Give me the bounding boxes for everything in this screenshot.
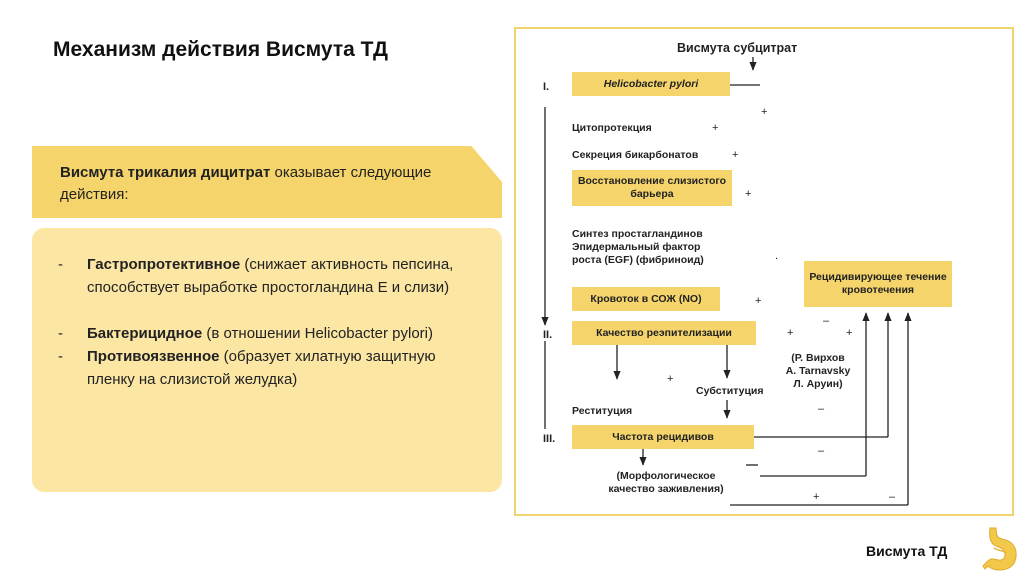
plus-sign: + (755, 295, 762, 307)
dot-mark: . (775, 250, 779, 262)
authors-line2: A. Tarnavsky (785, 365, 851, 377)
list-item: - Гастропротективное (снижает активность … (58, 253, 458, 299)
label-authors: (Р. Вирхов A. Tarnavsky Л. Аруин) (778, 352, 858, 391)
plus-sign: + (667, 373, 674, 385)
label-bicarbonate: Секреция бикарбонатов (572, 149, 699, 161)
stage-label-three: III. (543, 433, 556, 445)
authors-line1: (Р. Вирхов (791, 352, 845, 364)
label-restitution: Реституция (572, 405, 633, 417)
label-morphological: (Морфологическое качество заживления) (600, 470, 732, 496)
effect-name: Гастропротективное (87, 256, 241, 273)
mechanism-diagram: Висмута субцитрат I. II. III. Helicobact… (514, 27, 1014, 516)
effect-description: (в отношении Helicobacter pylori) (202, 325, 434, 342)
authors-line3: Л. Аруин) (793, 378, 843, 390)
label-substitution: Субституция (696, 385, 764, 397)
box-mucus-barrier-line2: барьера (630, 188, 674, 200)
label-cytoprotection: Цитопротекция (572, 122, 652, 134)
plus-sign: + (787, 327, 794, 339)
box-mucus-barrier: Восстановление слизистого барьера (572, 170, 732, 206)
effects-panel (32, 228, 502, 492)
effect-description: (образует хилатную защитную пленку на сл… (87, 348, 436, 388)
page-title: Механизм действия Висмута ТД (53, 38, 388, 61)
plus-sign: + (745, 188, 752, 200)
stage-label-one: I. (543, 81, 550, 93)
effect-name: Противоязвенное (87, 348, 220, 365)
effects-list: - Гастропротективное (снижает активность … (58, 253, 458, 391)
intro-drug-name: Висмута трикалия дицитрат (60, 164, 271, 181)
box-bloodflow: Кровоток в СОЖ (NO) (572, 287, 720, 311)
plus-sign: + (813, 491, 820, 503)
list-item: - Бактерицидное (в отношении Helicobacter… (58, 322, 458, 345)
morph-line1: (Морфологическое (616, 470, 716, 482)
effect-name: Бактерицидное (87, 325, 203, 342)
minus-sign: – (889, 491, 896, 503)
box-mucus-barrier-line1: Восстановление слизистого (577, 175, 727, 187)
list-dash: - (58, 256, 63, 273)
box-helicobacter: Helicobacter pylori (572, 72, 730, 96)
diagram-title: Висмута субцитрат (677, 41, 798, 55)
diagram-connectors (541, 57, 912, 506)
list-dash: - (58, 348, 63, 365)
label-synthesis-line1: Синтез простагландинов (572, 228, 703, 240)
effect-description: (снижает активность пепсина, способствуе… (87, 256, 454, 296)
label-synthesis-line2: Эпидермальный фактор (572, 241, 701, 253)
label-synthesis-line3: роста (EGF) (фибриноид) (572, 254, 704, 266)
box-relapse-rate: Частота рецидивов (572, 425, 754, 449)
intro-text: Висмута трикалия дицитрат оказывает след… (60, 162, 460, 206)
stage-label-two: II. (543, 329, 553, 341)
list-item: - Противоязвенное (образует хилатную защи… (58, 345, 458, 391)
box-relapsing-line1: Рецидивирующее течение (809, 271, 947, 283)
box-reepithelization: Качество реэпителизации (572, 321, 756, 345)
minus-sign: – (818, 445, 825, 457)
intro-banner (32, 146, 502, 218)
minus-sign: – (823, 315, 830, 327)
box-relapsing-bleeding: Рецидивирующее течение кровотечения (804, 261, 952, 307)
plus-sign: + (712, 122, 719, 134)
minus-sign: – (818, 403, 825, 415)
list-dash: - (58, 325, 63, 342)
plus-sign: + (761, 106, 768, 118)
morph-line2: качество заживления) (608, 483, 724, 495)
plus-sign: + (732, 149, 739, 161)
box-relapsing-line2: кровотечения (841, 284, 915, 296)
stomach-icon (982, 527, 1017, 571)
intro-rest: оказывает следующие действия: (60, 164, 432, 203)
footer-label: Висмута ТД (866, 543, 948, 559)
plus-sign: + (846, 327, 853, 339)
